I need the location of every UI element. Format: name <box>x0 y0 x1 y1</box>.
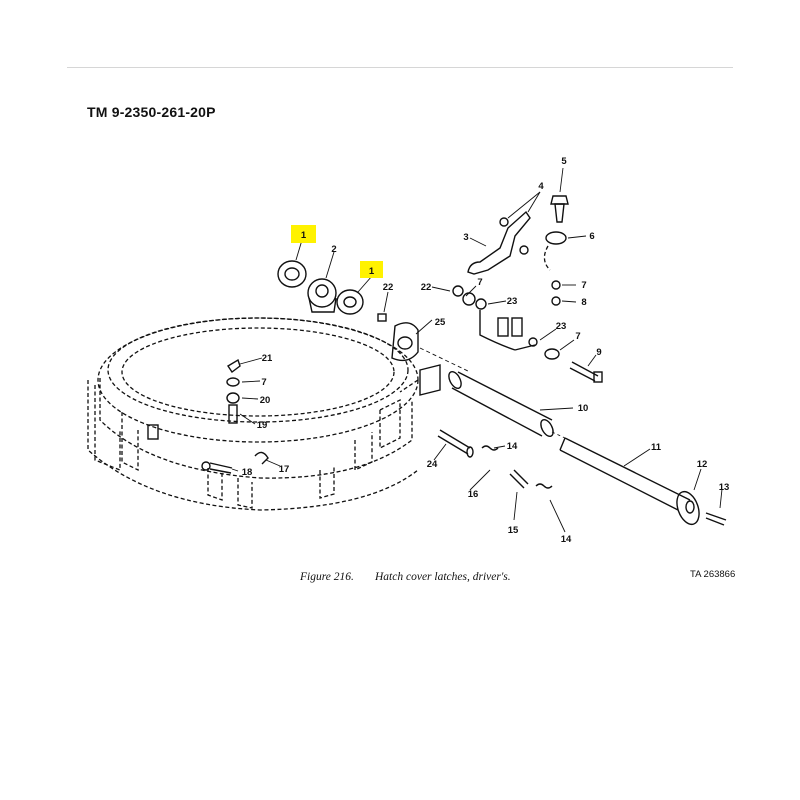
spring-path <box>543 245 551 271</box>
callout-7-right: 7 <box>581 280 586 291</box>
callout-1-right: 1 <box>369 266 375 277</box>
callout-23-lower: 23 <box>556 321 567 332</box>
washer-23 <box>475 298 487 310</box>
callout-4: 4 <box>538 181 544 192</box>
pin-18 <box>201 461 233 474</box>
nut-7-right <box>551 280 561 290</box>
figure-number: Figure 216. <box>300 571 354 583</box>
figure-title: Hatch cover latches, driver's. <box>375 571 511 583</box>
document-id: TM 9-2350-261-20P <box>87 104 216 120</box>
highlight-callout-1-right <box>360 261 383 278</box>
pivot-block <box>399 364 441 396</box>
knob-5 <box>550 195 569 223</box>
hatch-ring <box>87 317 419 511</box>
callout-22-left: 22 <box>383 282 394 293</box>
callout-2: 2 <box>331 244 336 255</box>
callout-12: 12 <box>697 459 708 470</box>
pin-15 <box>509 469 529 489</box>
linkage-bracket <box>479 310 536 351</box>
header-rule <box>67 67 733 68</box>
callout-22-mid: 22 <box>421 282 432 293</box>
nut-23-lower <box>528 337 538 347</box>
left-fastener-stack <box>226 358 241 424</box>
highlight-callout-1-left <box>291 225 316 243</box>
callout-10: 10 <box>578 403 589 414</box>
callout-8: 8 <box>581 297 586 308</box>
washer-1-right <box>336 289 364 315</box>
callout-25: 25 <box>435 317 446 328</box>
callout-5: 5 <box>561 156 567 167</box>
pin-24 <box>437 429 474 458</box>
washer-7-lower <box>544 348 560 360</box>
callout-15: 15 <box>508 525 519 536</box>
callout-20: 20 <box>260 395 271 406</box>
callout-18: 18 <box>242 467 253 478</box>
clip-14-lower <box>535 483 553 489</box>
callout-9: 9 <box>596 347 601 358</box>
callout-13: 13 <box>719 482 730 493</box>
leader-lines <box>231 167 723 533</box>
callout-23-mid: 23 <box>507 296 518 307</box>
callout-24: 24 <box>427 459 438 470</box>
washer-1-left <box>277 260 307 288</box>
nut-22-mid <box>452 285 464 297</box>
latch-lever-3 <box>467 210 531 275</box>
callout-labels: 1 2 1 22 25 21 7 20 19 18 17 5 4 3 6 22 … <box>242 156 730 545</box>
callout-16: 16 <box>468 489 479 500</box>
clip-14-upper <box>481 445 499 451</box>
shaft-10 <box>419 347 554 437</box>
callout-7-left: 7 <box>261 377 266 388</box>
callout-14-lower: 14 <box>561 534 572 545</box>
hub-12 <box>676 490 700 526</box>
screw-13 <box>705 512 727 526</box>
cotter-17 <box>254 451 269 465</box>
ta-number: TA 263866 <box>690 569 736 580</box>
nut-7-mid <box>462 292 476 306</box>
nut-22 <box>377 313 387 322</box>
callout-17: 17 <box>279 464 290 475</box>
callout-14-upper: 14 <box>507 441 518 452</box>
callout-19: 19 <box>257 420 268 431</box>
callout-6: 6 <box>589 231 594 242</box>
shaft-11 <box>551 431 691 511</box>
washer-6 <box>545 231 567 245</box>
callout-21: 21 <box>262 353 273 364</box>
eye-plate-2 <box>307 278 337 313</box>
latch-bracket-25 <box>391 322 419 362</box>
callout-7-mid: 7 <box>477 277 482 288</box>
callout-1-left: 1 <box>301 230 307 241</box>
callout-3: 3 <box>463 232 468 243</box>
callout-7-lower: 7 <box>575 331 580 342</box>
nut-8 <box>551 296 561 306</box>
bolt-9 <box>569 361 603 383</box>
callout-11: 11 <box>651 442 662 453</box>
